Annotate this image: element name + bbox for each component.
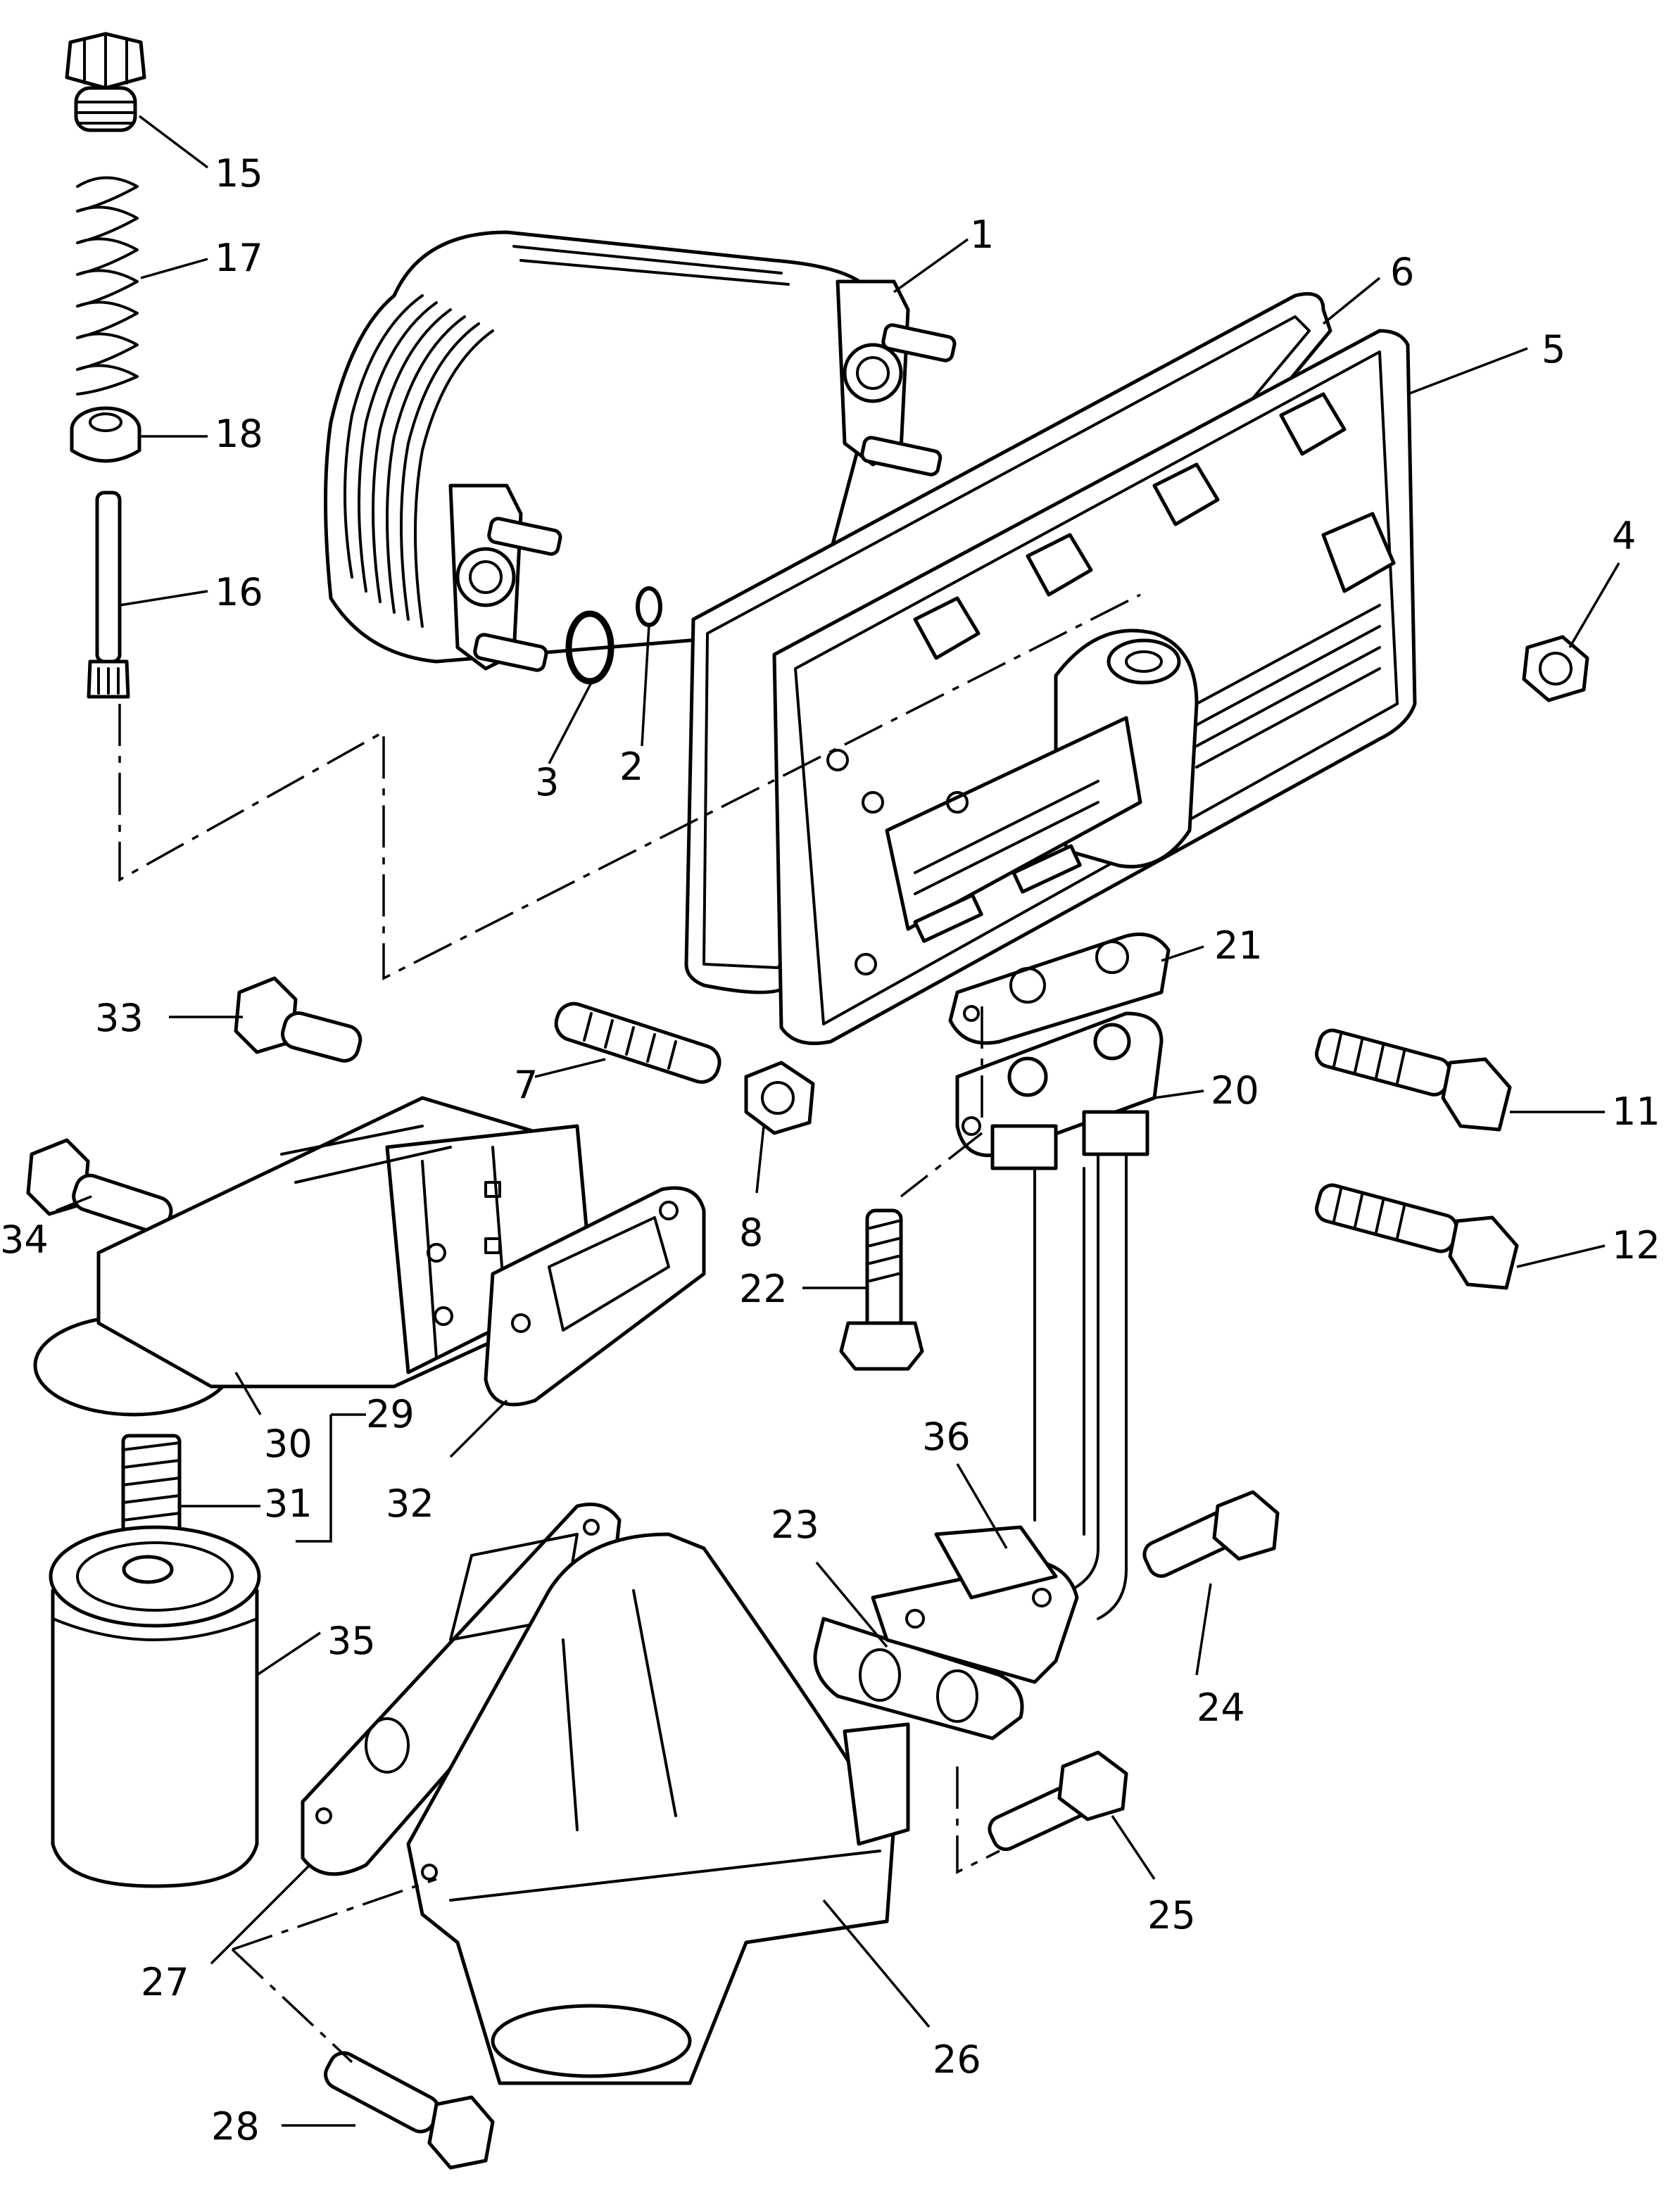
part-1-cooler-core (324, 230, 957, 672)
part-28-bolt (324, 2051, 495, 2170)
callout-4: 4 (1612, 514, 1636, 558)
part-32-gasket (484, 1186, 706, 1407)
callout-15: 15 (215, 151, 263, 196)
part-4-nut (1522, 635, 1589, 702)
part-31-nipple (121, 1434, 182, 1536)
callout-22: 22 (739, 1267, 788, 1311)
callout-17: 17 (215, 236, 263, 280)
callout-16: 16 (215, 570, 263, 614)
callout-36: 36 (922, 1415, 971, 1459)
part-21-gasket (948, 933, 1171, 1045)
part-26-filter-housing (406, 1532, 910, 2085)
callout-21: 21 (1214, 923, 1263, 968)
callout-3: 3 (535, 760, 559, 804)
callout-18: 18 (215, 412, 263, 456)
callout-28: 28 (211, 2104, 260, 2149)
callout-34: 34 (0, 1218, 49, 1262)
callout-27: 27 (141, 1960, 189, 2004)
callout-11: 11 (1612, 1089, 1660, 1134)
part-12-bolt (1315, 1183, 1519, 1290)
callout-33: 33 (95, 996, 144, 1040)
part-25-bolt (988, 1750, 1128, 1852)
callout-2: 2 (619, 745, 643, 789)
part-34-bolt (26, 1138, 173, 1234)
part-3-o-ring (565, 610, 614, 685)
part-23-gasket (813, 1617, 1024, 1740)
callout-labels: 1 2 3 4 5 6 7 8 11 12 15 16 17 18 20 21 … (0, 151, 1660, 2149)
callout-30: 30 (264, 1422, 313, 1466)
callout-7: 7 (514, 1063, 538, 1107)
callout-24: 24 (1197, 1686, 1245, 1730)
alignment-lines (118, 593, 1141, 2064)
part-16-pin (87, 491, 130, 699)
callout-1: 1 (970, 213, 994, 257)
callout-32: 32 (386, 1481, 434, 1526)
callout-5: 5 (1542, 327, 1565, 372)
callout-8: 8 (739, 1211, 763, 1255)
part-33-bolt (234, 976, 363, 1063)
leader-lines (56, 115, 1620, 2127)
part-35-oil-filter (49, 1525, 261, 1888)
part-36-flange (871, 1525, 1079, 1684)
part-18-valve (70, 406, 141, 463)
part-8-nut (744, 1061, 815, 1135)
callout-31: 31 (264, 1481, 313, 1526)
callout-29: 29 (366, 1392, 415, 1436)
callout-26: 26 (933, 2037, 981, 2082)
callout-20: 20 (1211, 1068, 1259, 1113)
callout-6: 6 (1390, 250, 1414, 294)
part-24-bolt (1142, 1490, 1280, 1578)
part-17-spring (76, 176, 139, 396)
callout-23: 23 (771, 1503, 819, 1547)
part-5-cooler-cover (772, 329, 1417, 1045)
part-15-plug (65, 32, 146, 132)
part-11-bolt (1315, 1028, 1512, 1132)
part-7-stud (554, 1001, 721, 1084)
part-20-pipe-assembly (955, 1011, 1164, 1620)
callout-35: 35 (327, 1619, 376, 1663)
callout-25: 25 (1147, 1893, 1196, 1938)
part-22-bolt (839, 1208, 924, 1371)
callout-12: 12 (1612, 1223, 1660, 1268)
part-30-filter-head (33, 1096, 593, 1417)
